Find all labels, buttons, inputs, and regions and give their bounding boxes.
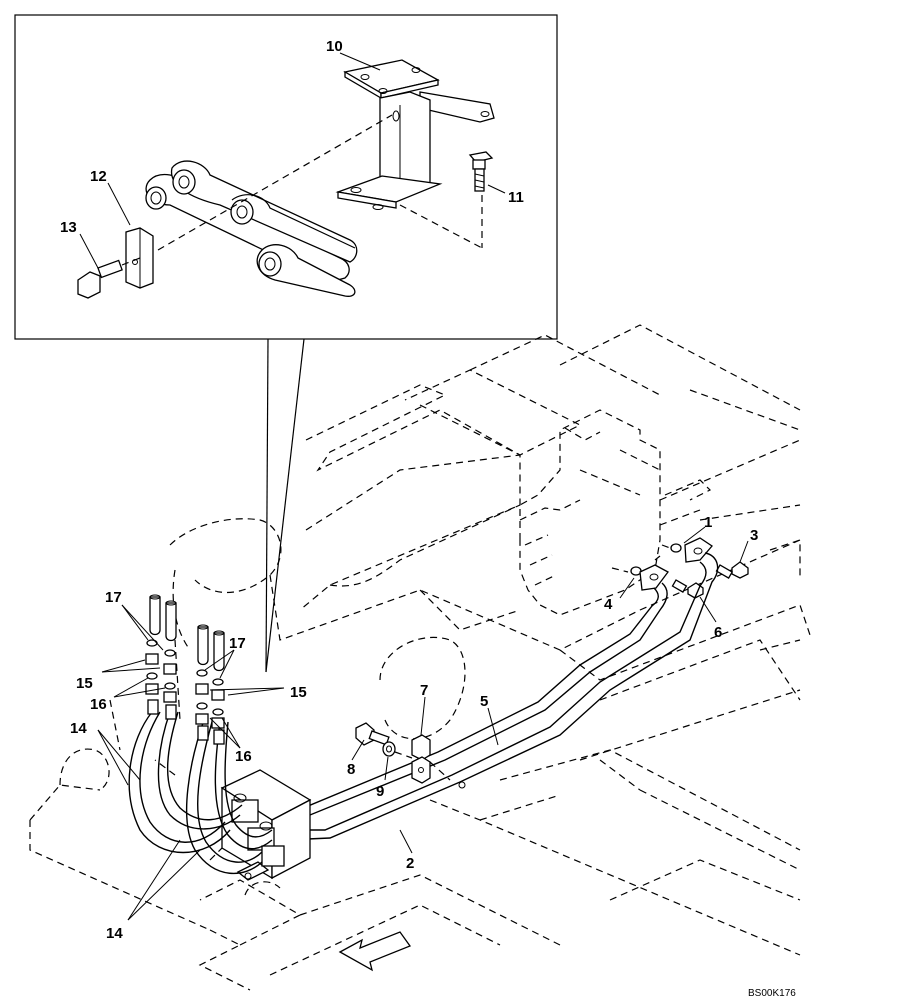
callout-8: 8: [347, 761, 355, 778]
flange-lower: [639, 564, 669, 591]
o-ring-part-17: [146, 639, 158, 647]
pipe-clamp-part-7: [411, 734, 431, 784]
hoses-part-14: [128, 711, 273, 875]
callout-15-right: 15: [290, 684, 307, 701]
callout-5: 5: [480, 693, 488, 710]
control-valve: [519, 409, 712, 616]
fittings-right-group: [195, 624, 225, 745]
detail-frame: [14, 14, 558, 340]
callout-labels: 10 11 12 13 1 3 4 6 7 5 8 9 2 17 17 15 1…: [60, 38, 796, 999]
washer-part-9: [382, 741, 396, 757]
callout-7: 7: [420, 682, 428, 699]
o-ring-part-1: [670, 543, 682, 553]
callout-17-right: 17: [229, 635, 246, 652]
callout-2: 2: [406, 855, 414, 872]
detail-inset: [14, 14, 558, 673]
leader-lines: [79, 52, 749, 921]
callout-14-upper: 14: [70, 720, 87, 737]
adapter-part-15: [145, 653, 159, 665]
callout-9: 9: [376, 783, 384, 800]
alignment-line-clamp-to-bracket: [157, 114, 393, 251]
alignment-line-bolt-13: [121, 257, 141, 266]
fittings-left-group: [145, 594, 177, 720]
alignment-line-bracket-base: [399, 204, 483, 249]
callout-6: 6: [714, 624, 722, 641]
pipe-assembly-detail: [145, 160, 358, 297]
bolt-part-11: [468, 151, 494, 192]
detail-pointer-left: [265, 338, 269, 673]
pipe-part-5-inner: [284, 587, 659, 809]
callout-11: 11: [508, 189, 524, 206]
callout-4: 4: [604, 596, 613, 613]
flange-upper: [684, 537, 713, 563]
bolt-part-13: [77, 259, 123, 299]
drawing-code: BS00K176: [748, 988, 796, 999]
callout-16-right: 16: [235, 748, 252, 765]
callout-17-left: 17: [105, 589, 122, 606]
o-ring-part-16: [146, 672, 158, 680]
callout-3: 3: [750, 527, 758, 544]
pipe-part-5-outer: [284, 582, 668, 819]
callout-1: 1: [704, 514, 712, 531]
callout-16-left: 16: [90, 696, 107, 713]
callout-15-left: 15: [76, 675, 93, 692]
steel-pipes: [284, 552, 719, 841]
pipe-part-2-inner: [285, 561, 707, 831]
front-direction-arrow: [338, 931, 412, 972]
bolt-part-8: [355, 722, 390, 746]
o-ring-part-4: [630, 566, 642, 576]
callout-12: 12: [90, 168, 107, 185]
callout-14-lower: 14: [106, 925, 123, 942]
pipe-part-2-outer: [284, 552, 719, 841]
bolt-part-3: [715, 561, 749, 579]
callout-10: 10: [326, 38, 343, 55]
main-assembly: [29, 324, 811, 991]
machine-frame-outline: [29, 324, 811, 991]
bracket-part-10: [335, 59, 495, 210]
callout-13: 13: [60, 219, 77, 236]
flange-fittings: [611, 537, 749, 599]
detail-pointer-right: [265, 338, 305, 673]
hose-mount-block: [220, 769, 312, 881]
